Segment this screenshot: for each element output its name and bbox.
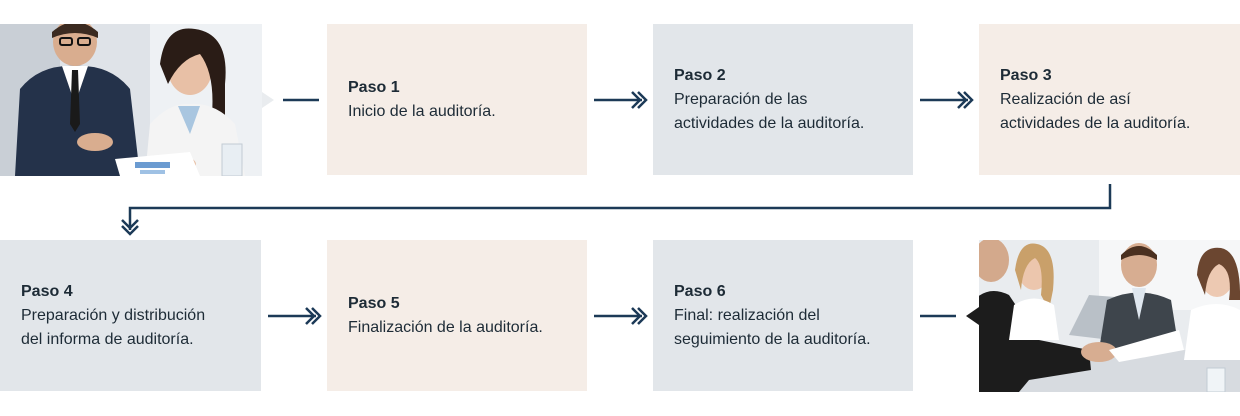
step-4-description-line-2: del informa de auditoría. [21,331,194,348]
step-6-box: Paso 6 Final: realización del seguimient… [653,240,913,391]
step-4-box: Paso 4 Preparación y distribución del in… [0,240,261,391]
step-5-description: Finalización de la auditoría. [348,319,543,336]
step-6-description-line-1: Final: realización del [674,307,820,324]
arrow-step-4-to-step-5 [268,307,322,325]
handshake-meeting-illustration [979,240,1240,392]
photo-pointer-top [262,92,274,108]
arrow-step-2-to-step-3 [920,91,974,109]
step-2-box: Paso 2 Preparación de las actividades de… [653,24,913,175]
arrow-step-3-to-step-4 [121,184,1112,236]
step-3-title: Paso 3 [1000,67,1052,84]
step-3-box: Paso 3 Realización de así actividades de… [979,24,1240,175]
step-6-description-line-2: seguimiento de la auditoría. [674,331,871,348]
step-4-title: Paso 4 [21,283,73,300]
step-3-description-line-2: actividades de la auditoría. [1000,115,1191,132]
business-meeting-photo [0,24,262,176]
step-3-description-line-1: Realización de así [1000,91,1131,108]
step-4-description-line-1: Preparación y distribución [21,307,206,324]
step-2-description-line-2: actividades de la auditoría. [674,115,865,132]
step-5-title: Paso 5 [348,295,400,312]
step-2-description-line-1: Preparación de las [674,91,808,108]
step-5-box: Paso 5 Finalización de la auditoría. [327,240,587,391]
business-meeting-illustration [0,24,262,176]
arrow-step-1-to-step-2 [594,91,648,109]
step-6-title: Paso 6 [674,283,726,300]
step-2-title: Paso 2 [674,67,726,84]
handshake-meeting-photo [979,240,1240,392]
arrow-step-5-to-step-6 [594,307,648,325]
step-1-description: Inicio de la auditoría. [348,103,496,120]
photo-pointer-bottom [966,307,979,325]
step-1-title: Paso 1 [348,79,400,96]
step-1-box: Paso 1 Inicio de la auditoría. [327,24,587,175]
